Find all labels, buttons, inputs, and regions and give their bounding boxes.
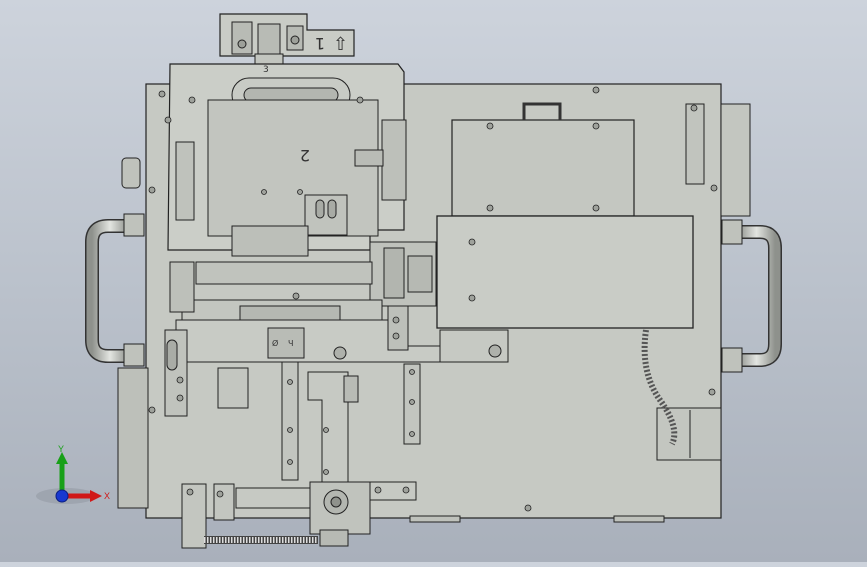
label-b: Ч (288, 339, 293, 348)
top-right-cover (451, 119, 635, 217)
engraving-3: 3 (263, 65, 269, 75)
foot-2 (613, 515, 665, 523)
cover-handle[interactable] (522, 102, 562, 120)
label-a: Ø (272, 338, 278, 348)
x-axis-label: X (104, 491, 110, 501)
y-axis-label: Y (58, 444, 64, 454)
left-side-block (117, 367, 149, 509)
left-handle[interactable] (85, 157, 145, 367)
arrow-engraving: ⇧ (333, 34, 348, 55)
engraving-2: 2 (300, 146, 310, 165)
screw-holes (148, 86, 718, 512)
lower-slot (217, 367, 249, 409)
z-axis-dot (55, 489, 69, 503)
motor-box (436, 215, 694, 329)
cable (641, 329, 678, 446)
center-mechanism: Ø Ч (169, 225, 509, 363)
axis-triad: Y X (36, 444, 110, 504)
engraving-1: 1 (315, 34, 325, 53)
bottom-mechanism (181, 481, 417, 549)
vertical-bar-1 (281, 361, 299, 481)
right-handle[interactable] (721, 219, 782, 373)
foot-1 (409, 515, 461, 523)
right-side-block-top (720, 103, 751, 217)
right-side-block-bottom (656, 407, 722, 461)
